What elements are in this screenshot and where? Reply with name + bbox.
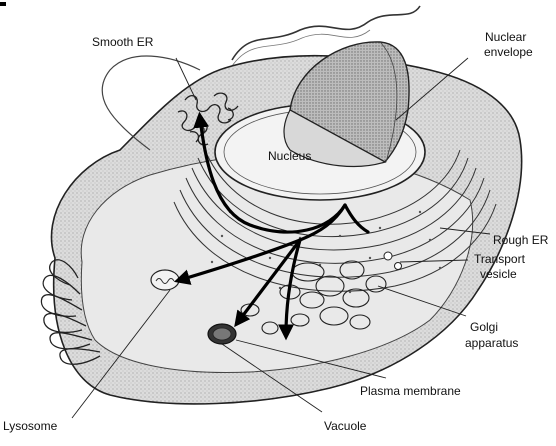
label-golgi-line1: Golgi bbox=[470, 320, 498, 334]
vacuole-structure bbox=[208, 324, 236, 344]
lysosome-structure bbox=[151, 270, 179, 290]
label-smooth-er: Smooth ER bbox=[92, 35, 153, 49]
label-plasma-membrane: Plasma membrane bbox=[360, 384, 461, 398]
label-lysosome: Lysosome bbox=[3, 419, 57, 433]
label-nucleus: Nucleus bbox=[268, 149, 311, 163]
label-rough-er: Rough ER bbox=[493, 233, 548, 247]
label-vacuole: Vacuole bbox=[324, 419, 366, 433]
label-golgi-line2: apparatus bbox=[465, 336, 518, 350]
label-nuclear-envelope-line1: Nuclear bbox=[485, 30, 526, 44]
label-transport-vesicle-line2: vesicle bbox=[480, 267, 517, 281]
corner-mark bbox=[0, 2, 6, 6]
label-transport-vesicle-line1: Transport bbox=[474, 252, 525, 266]
label-nuclear-envelope-line2: envelope bbox=[484, 45, 533, 59]
